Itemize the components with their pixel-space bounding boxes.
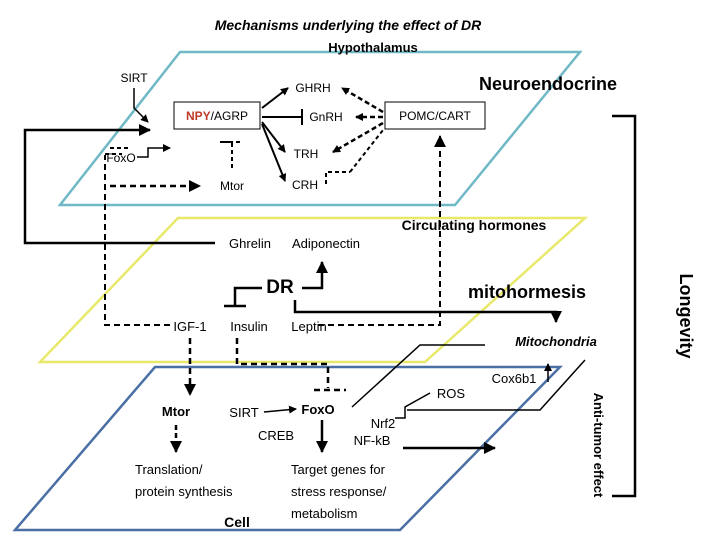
sirt-hypo-node: SIRT	[120, 71, 148, 85]
crh-node: CRH	[292, 178, 318, 192]
hypothalamus-plane	[57, 50, 583, 207]
target-genes-line-3: metabolism	[291, 506, 357, 521]
dr-node: DR	[266, 277, 294, 298]
pomc-to-trh-dashed	[332, 121, 384, 154]
mtor-cell-node: Mtor	[162, 404, 190, 419]
adiponectin-node: Adiponectin	[292, 236, 360, 251]
dr-inhibit-insulin	[224, 286, 262, 308]
circulating-hormones-label: Circulating hormones	[402, 217, 547, 233]
igf1-dashed-loop	[104, 155, 170, 326]
nfkb-node: NF-kB	[354, 433, 391, 448]
dr-to-adiponectin-arrow	[302, 261, 328, 290]
insulin-to-foxo-dashed	[235, 338, 346, 392]
target-genes-line-1: Target genes for	[291, 462, 386, 477]
pomc-cart-node: POMC/CART	[399, 109, 471, 123]
creb-node: CREB	[258, 428, 294, 443]
sirt-to-foxo-arrow	[263, 405, 297, 414]
dr-connectors	[104, 135, 562, 396]
cell-connectors	[170, 344, 586, 454]
ros-lines	[395, 392, 431, 419]
ghrelin-node: Ghrelin	[229, 236, 271, 251]
cell-label: Cell	[224, 514, 250, 530]
ghrh-node: GHRH	[295, 81, 330, 95]
translation-line-1: Translation/	[135, 462, 203, 477]
npy-agrp-box	[173, 101, 261, 130]
mitohormesis-label: mitohormesis	[468, 282, 586, 302]
ghrelin-loop	[23, 130, 215, 245]
igf1-node: IGF-1	[173, 319, 206, 334]
neuroendocrine-label: Neuroendocrine	[479, 74, 617, 94]
mitochondria-node: Mitochondria	[515, 334, 597, 349]
ros-node: ROS	[437, 386, 466, 401]
mito-to-foxo-line	[351, 344, 485, 408]
target-genes-line-2: stress response/	[291, 484, 387, 499]
crh-dashed-inhibit	[325, 129, 384, 184]
diagram-title: Mechanisms underlying the effect of DR	[215, 17, 482, 33]
foxo-to-npy-arrow	[137, 144, 171, 158]
ros-to-cox-line	[407, 359, 586, 411]
cell-plane	[12, 365, 563, 532]
nrf2-node: Nrf2	[371, 416, 396, 431]
longevity-label: Longevity	[676, 273, 696, 358]
hypothalamus-connectors	[110, 86, 384, 192]
pomc-cart-box	[384, 101, 486, 130]
npy-text: NPY	[186, 109, 211, 123]
trh-node: TRH	[294, 147, 319, 161]
antitumor-label: Anti-tumor effect	[591, 393, 606, 498]
mtor-inhibit-dashed	[220, 141, 240, 168]
agrp-text: /AGRP	[211, 109, 248, 123]
dr-to-mitochondria-arrow	[293, 300, 562, 323]
pomc-to-ghrh-dashed	[341, 86, 384, 114]
gnrh-node: GnRH	[309, 110, 342, 124]
circulation-plane	[37, 216, 589, 364]
hypothalamus-label: Hypothalamus	[328, 40, 418, 55]
foxo-cell-node: FoxO	[301, 402, 334, 417]
npy-to-crh-arrow	[261, 123, 287, 182]
longevity-bracket	[612, 114, 637, 498]
translation-line-2: protein synthesis	[135, 484, 233, 499]
leptin-node: Leptin	[291, 319, 326, 334]
npy-to-ghrh-arrow	[261, 87, 289, 109]
leptin-to-pomc-dashed	[318, 135, 446, 326]
npy-agrp-node: NPY/AGRP	[186, 109, 248, 123]
sirt-to-foxo-arrow	[133, 88, 149, 123]
insulin-node: Insulin	[230, 319, 268, 334]
cox6b1-node: Cox6b1	[492, 371, 537, 386]
npy-to-trh-arrow	[261, 121, 286, 153]
mtor-hypo-node: Mtor	[220, 179, 244, 193]
npy-inhibit-gnrh	[262, 109, 303, 125]
sirt-cell-node: SIRT	[229, 405, 258, 420]
